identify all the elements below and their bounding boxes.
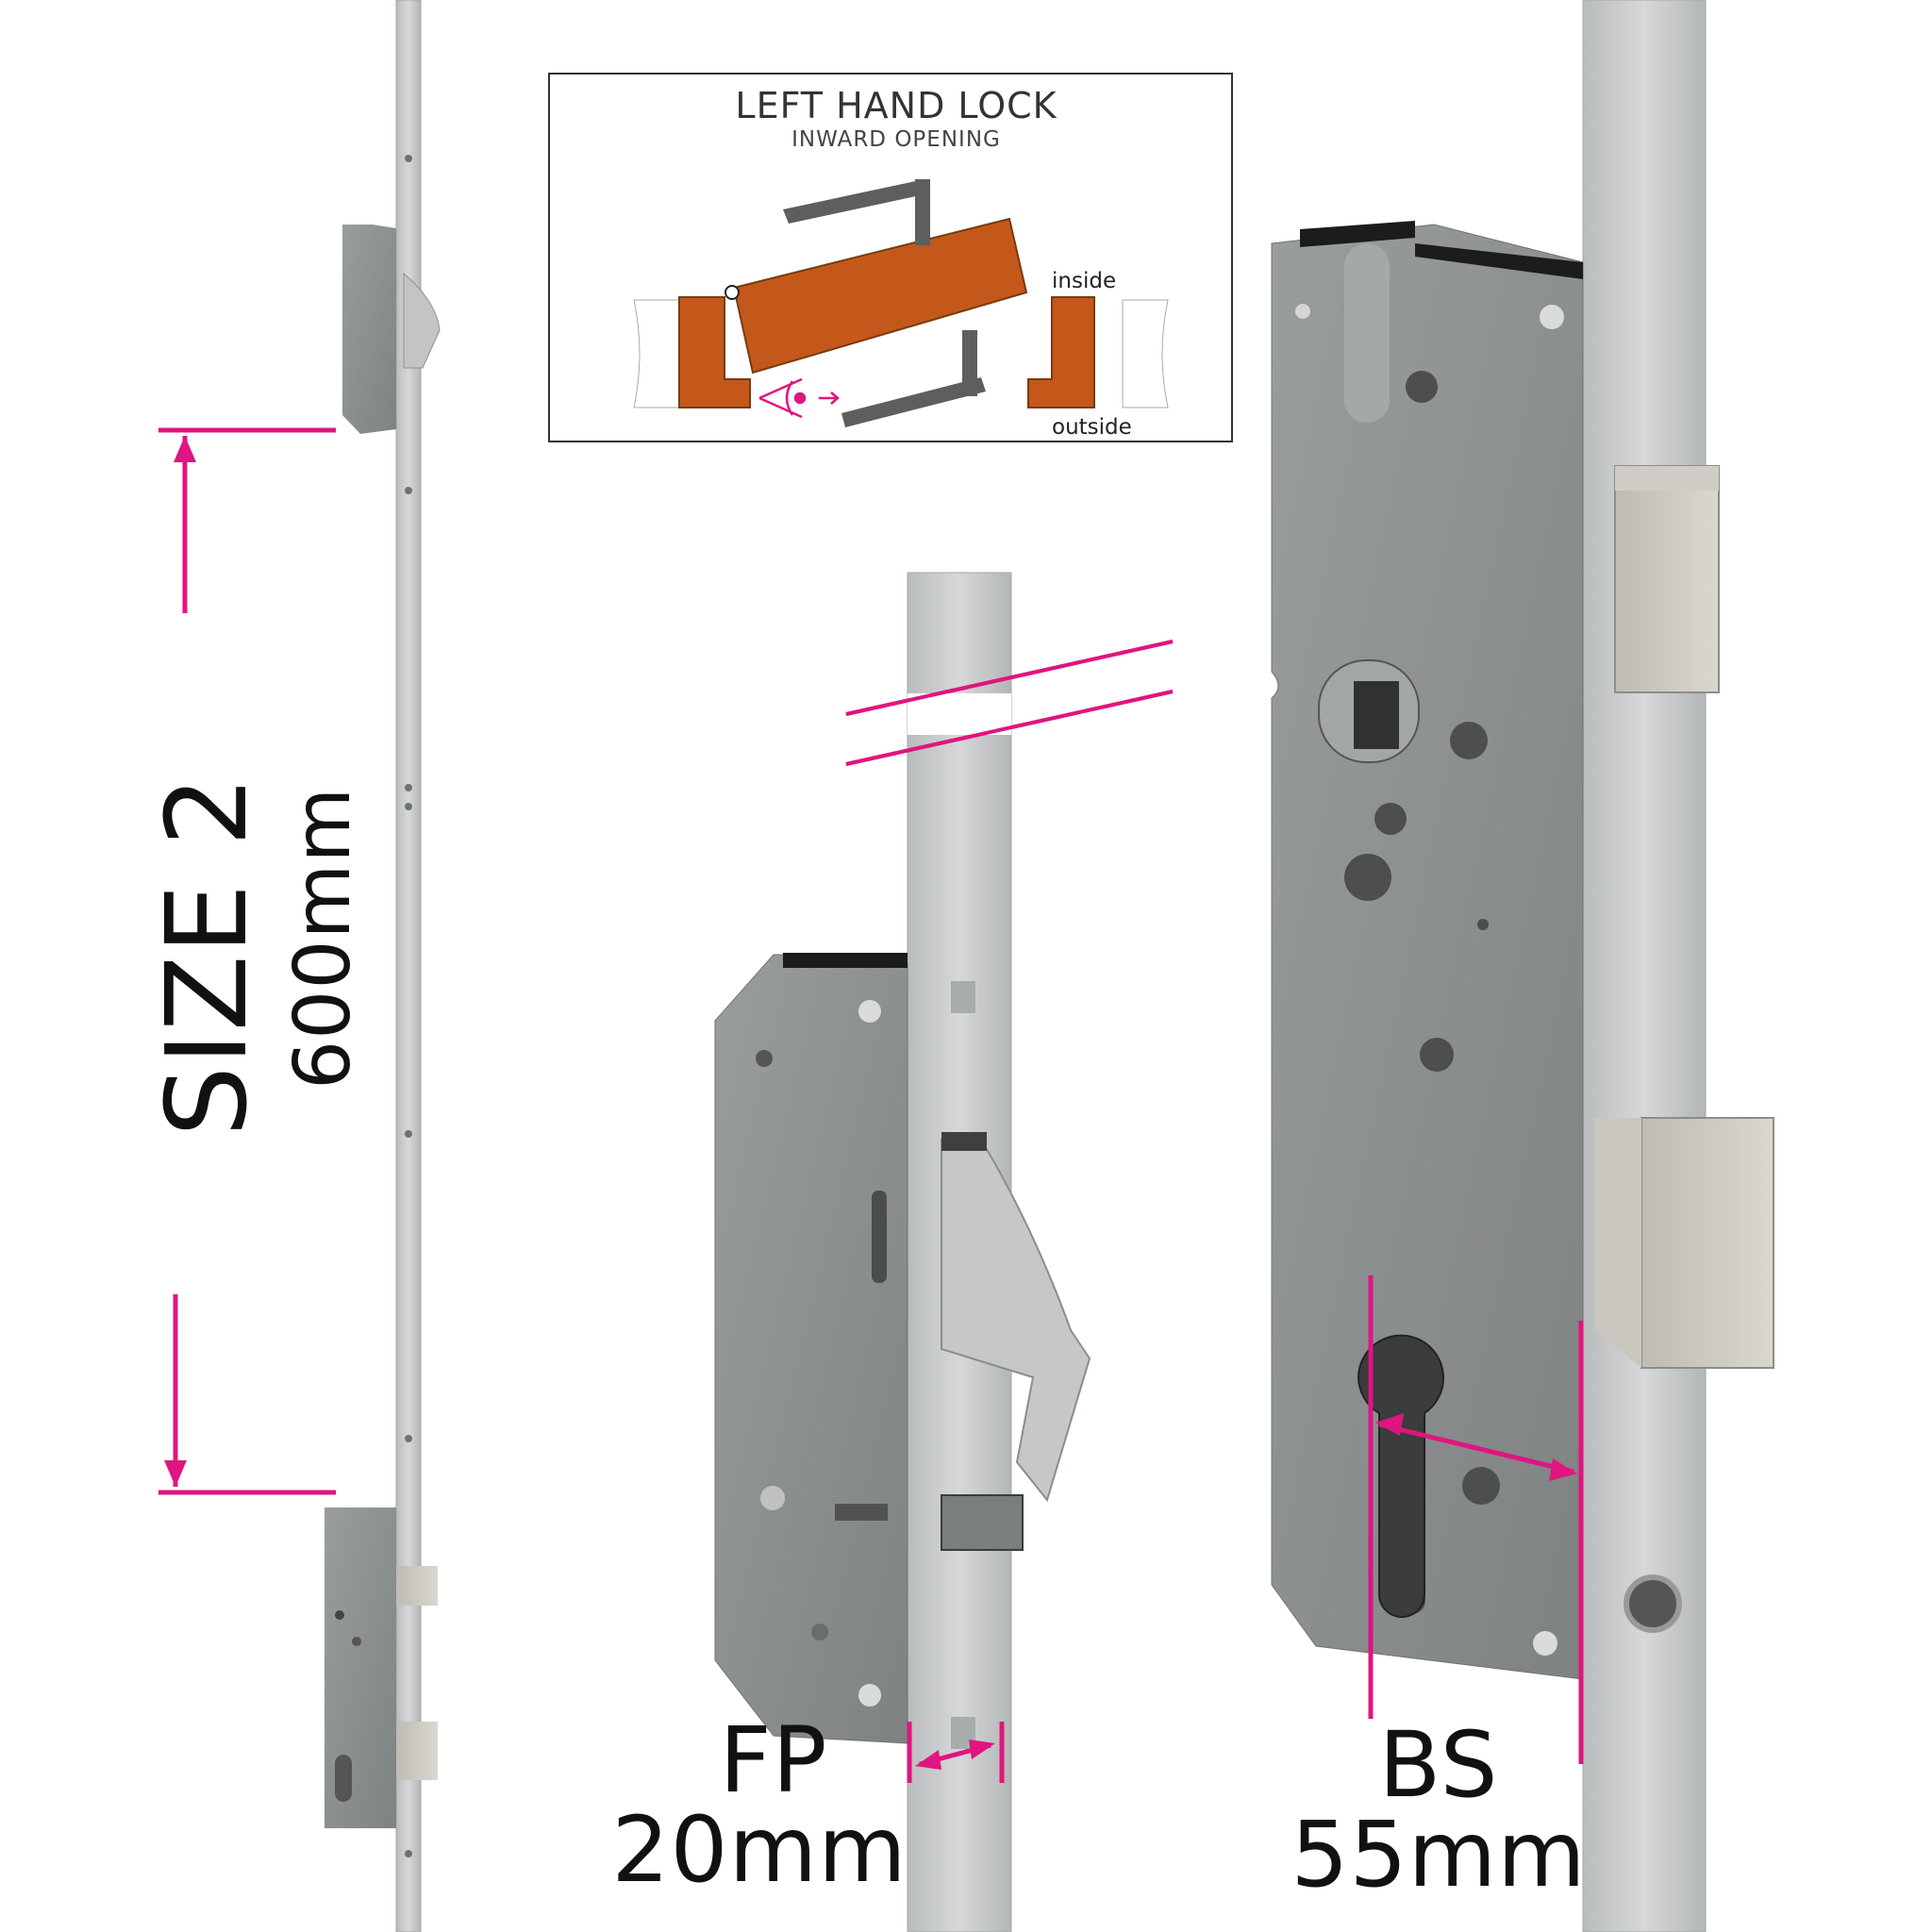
latch-bolt	[1614, 465, 1720, 693]
frame-right	[1027, 296, 1095, 408]
size-value: 600mm	[278, 786, 368, 1090]
size-dimension	[158, 427, 336, 1495]
dead-bolt	[1641, 1117, 1774, 1369]
inside-label: inside	[1052, 269, 1117, 293]
hook-bolt	[941, 1139, 1091, 1503]
bs-label: BS	[1378, 1712, 1499, 1818]
fp-label: FP	[719, 1707, 828, 1813]
gearbox-faceplate	[1582, 0, 1707, 1932]
full-lock-strip	[325, 0, 441, 1932]
lever-handles	[783, 179, 986, 427]
gearbox-closeup	[1271, 0, 1774, 1932]
hinge-point	[724, 285, 740, 300]
inset-subtitle: INWARD OPENING	[791, 127, 1001, 152]
top-hook-case	[342, 225, 441, 434]
hook-case	[714, 954, 908, 1744]
inset-title: LEFT HAND LOCK	[735, 85, 1058, 126]
outside-label: outside	[1052, 415, 1132, 440]
bs-dimension	[1368, 1275, 1584, 1764]
anti-slam-pin	[941, 1494, 1024, 1551]
frame-left	[678, 296, 751, 408]
hookbolt-closeup	[714, 572, 1174, 1932]
fp-value: 20mm	[611, 1797, 908, 1903]
bottom-gearbox-case	[325, 1507, 438, 1828]
fp-dimension	[907, 1722, 1005, 1783]
eye-icon	[758, 377, 840, 419]
size-label: SIZE 2	[142, 774, 272, 1137]
cylinder-cutout	[1357, 1334, 1444, 1618]
bs-value: 55mm	[1291, 1802, 1587, 1907]
handing-inset	[548, 73, 1233, 442]
